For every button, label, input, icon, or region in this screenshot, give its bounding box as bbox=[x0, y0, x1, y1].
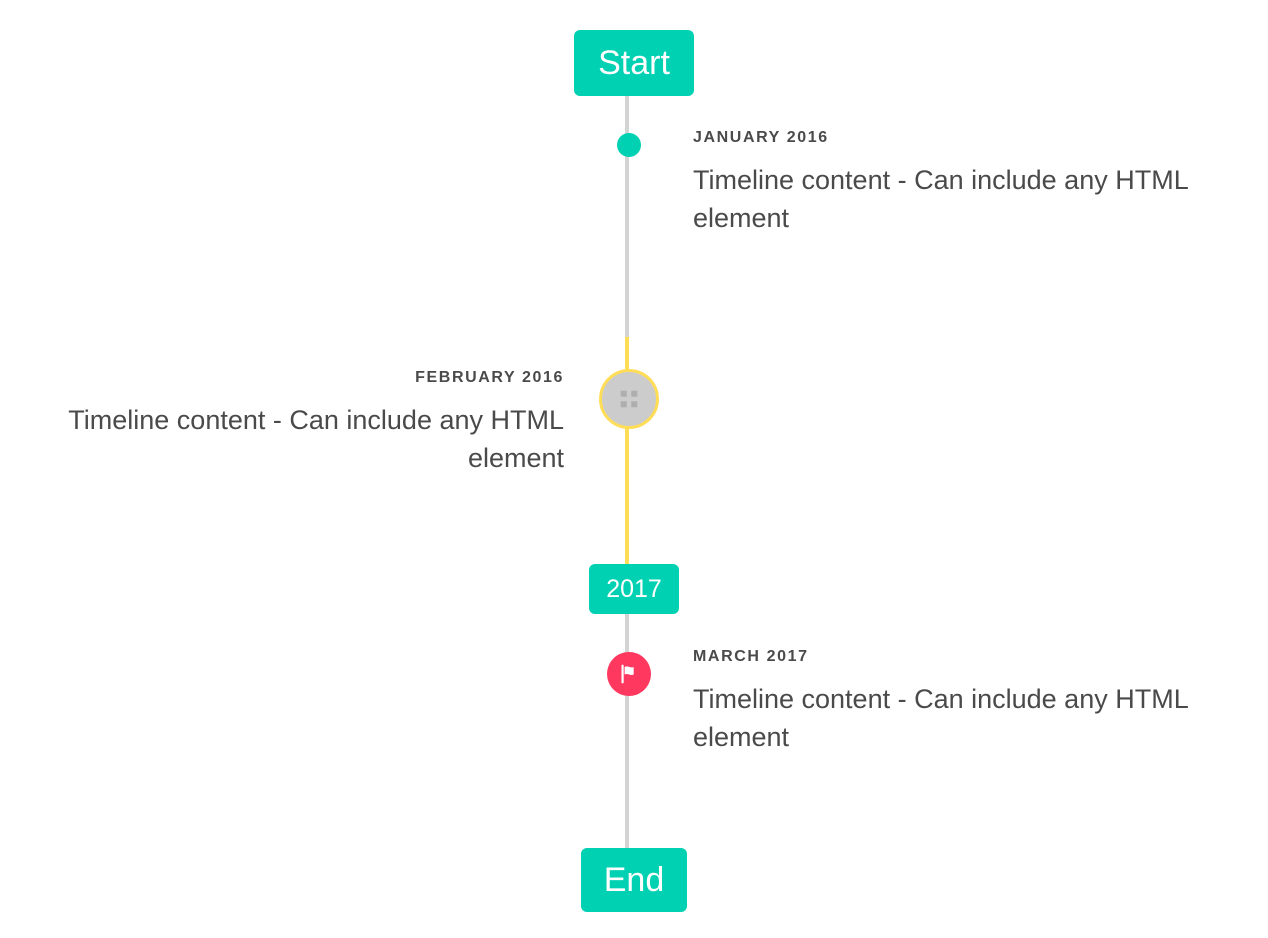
timeline-content-january-2016: JANUARY 2016 Timeline content - Can incl… bbox=[693, 129, 1233, 237]
timeline-content-march-2017: MARCH 2017 Timeline content - Can includ… bbox=[693, 648, 1233, 756]
timeline-rail-top bbox=[625, 96, 629, 337]
timeline-rail-bottom bbox=[625, 614, 629, 852]
timeline-content-february-2016: FEBRUARY 2016 Timeline content - Can inc… bbox=[40, 369, 564, 477]
timeline-header-2017[interactable]: 2017 bbox=[589, 564, 679, 614]
flag-icon bbox=[621, 664, 634, 684]
broken-image-icon bbox=[620, 390, 638, 408]
timeline-heading: JANUARY 2016 bbox=[693, 129, 829, 146]
timeline-footer-end[interactable]: End bbox=[581, 848, 687, 912]
timeline-marker-flag[interactable] bbox=[607, 652, 651, 696]
timeline-heading: MARCH 2017 bbox=[693, 648, 809, 665]
timeline-body: Timeline content - Can include any HTML … bbox=[693, 683, 1188, 752]
timeline-rail-highlighted bbox=[625, 337, 629, 565]
timeline-marker-image[interactable] bbox=[599, 369, 659, 429]
dot-icon[interactable] bbox=[617, 133, 641, 157]
timeline-body: Timeline content - Can include any HTML … bbox=[68, 404, 564, 473]
timeline-header-start[interactable]: Start bbox=[574, 30, 694, 96]
timeline-body: Timeline content - Can include any HTML … bbox=[693, 164, 1188, 233]
timeline-heading: FEBRUARY 2016 bbox=[415, 369, 564, 386]
